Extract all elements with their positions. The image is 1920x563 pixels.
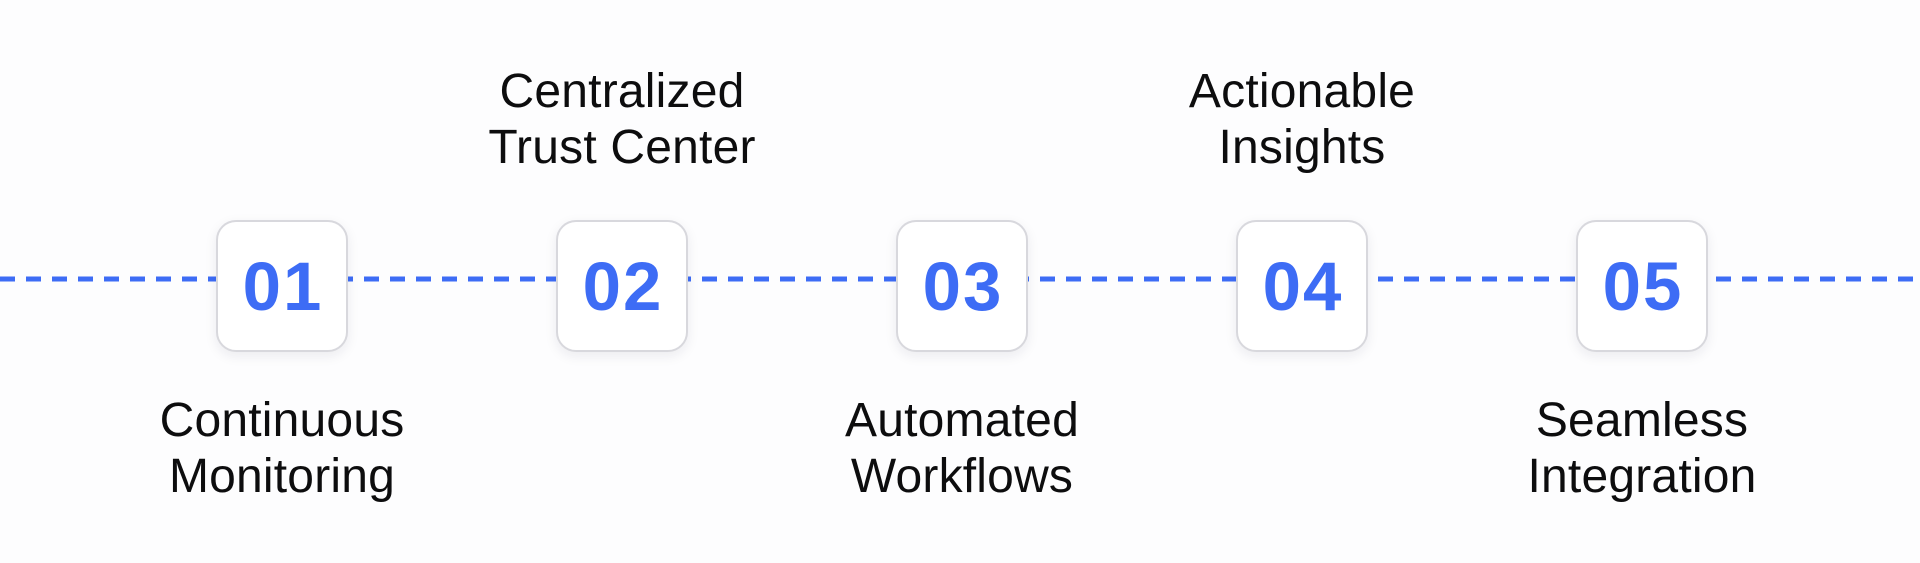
step-label-line-2: Workflows [850,450,1074,503]
step-number: 03 [922,247,1004,325]
step-number: 05 [1602,247,1684,325]
step-number-box: 01 [216,220,348,352]
step-number-box: 04 [1236,220,1368,352]
step-label: Automated Workflows [742,393,1182,505]
step-label: Actionable Insights [1082,64,1522,176]
step-number-box: 05 [1576,220,1708,352]
step-label-line-1: Continuous [159,394,405,447]
step-number-box: 03 [896,220,1028,352]
step-label-line-2: Insights [1218,121,1386,174]
step-label-line-1: Automated [845,394,1079,447]
step-number: 02 [582,247,664,325]
step-label-line-1: Seamless [1535,394,1749,447]
step-label: Centralized Trust Center [402,64,842,176]
step-label: Continuous Monitoring [62,393,502,505]
step-label-line-1: Centralized [499,65,745,118]
step-label-line-2: Trust Center [488,121,756,174]
step-number-box: 02 [556,220,688,352]
step-number: 01 [242,247,324,325]
step-label: Seamless Integration [1422,393,1862,505]
step-number: 04 [1262,247,1344,325]
step-label-line-2: Monitoring [168,450,396,503]
step-label-line-1: Actionable [1188,65,1416,118]
step-label-line-2: Integration [1527,450,1757,503]
